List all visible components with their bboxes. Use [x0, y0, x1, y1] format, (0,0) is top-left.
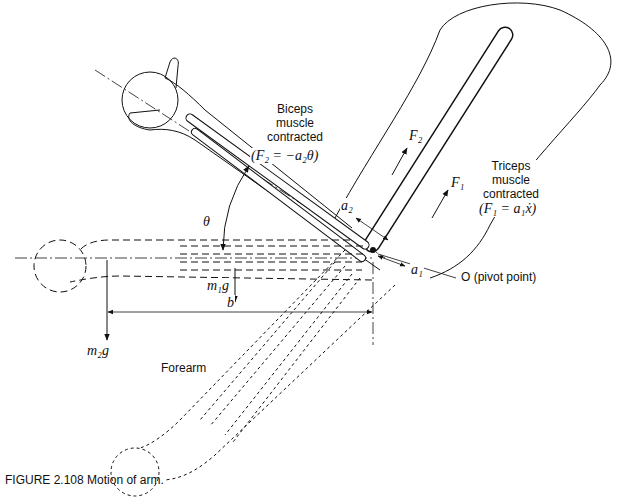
angle-label: θ	[202, 214, 211, 230]
dimension-b	[108, 312, 372, 313]
force-label: F₁	[450, 175, 465, 191]
raised-forearm	[122, 58, 380, 270]
dimension-label: b	[226, 295, 235, 311]
reference-lines	[15, 70, 385, 345]
force-equation: (F₁ = a₁ẋ)	[478, 201, 537, 217]
force-arrows	[107, 148, 448, 340]
upper-arm-outline	[335, 3, 611, 278]
lowered-forearm	[111, 250, 395, 496]
dimension-label: a₁	[410, 262, 424, 278]
weight-label: m₁g	[206, 278, 230, 294]
pivot-label: O (pivot point)	[460, 271, 537, 285]
muscle-label: Biceps muscle contracted	[262, 103, 328, 144]
force-label: F₂	[408, 128, 423, 144]
weight-label: m₂g	[86, 343, 110, 359]
force-equation: (F₂ = −a₂θ)	[250, 148, 319, 164]
figure-caption: FIGURE 2.108 Motion of arm.	[4, 474, 165, 488]
part-label: Forearm	[160, 362, 207, 376]
dimension-label: a₂	[340, 198, 354, 214]
pivot-point	[370, 247, 376, 253]
angle-arc	[223, 166, 249, 250]
dimension-a1	[378, 256, 405, 266]
dimension-a2	[356, 218, 388, 240]
pivot-leader	[378, 254, 456, 278]
horizontal-forearm	[34, 240, 372, 292]
muscle-label: Triceps muscle contracted	[478, 160, 544, 201]
